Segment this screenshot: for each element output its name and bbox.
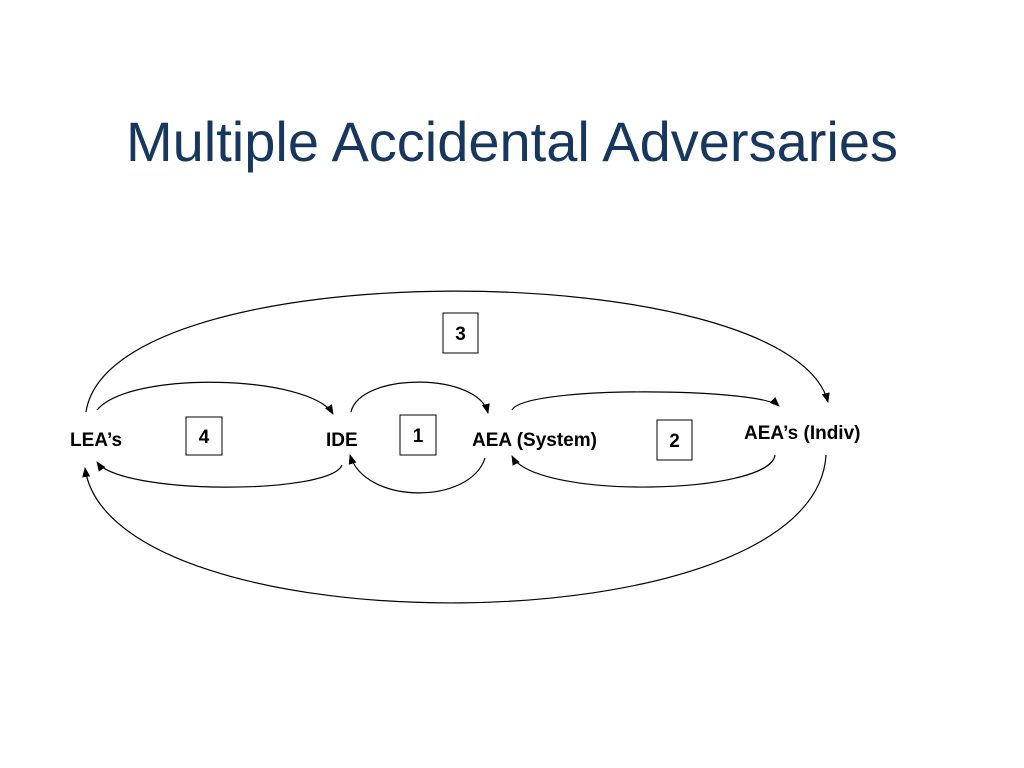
arc-leas-to-ide [96, 381, 334, 415]
arc-leas-to-aea-indiv [85, 290, 830, 413]
slide-title: Multiple Accidental Adversaries [126, 110, 898, 173]
arc-aea-system-to-ide [348, 454, 486, 494]
loop-box-4-label: 4 [199, 427, 210, 448]
arc-aea-indiv-to-aea-system [511, 454, 776, 488]
arc-aea-indiv-to-leas [82, 454, 827, 604]
loop-box-2-label: 2 [669, 431, 680, 452]
loop-box-3: 3 [442, 312, 479, 354]
node-aea-system: AEA (System) [472, 430, 597, 451]
arc-ide-to-aea-system [350, 381, 490, 414]
arc-ide-to-leas [96, 461, 343, 488]
node-leas: LEA’s [70, 430, 122, 451]
loop-box-1: 1 [399, 414, 437, 456]
loop-box-1-label: 1 [413, 426, 424, 447]
arc-aea-system-to-aea-indiv [511, 391, 780, 411]
node-aea-indiv: AEA’s (Indiv) [744, 423, 860, 444]
loop-box-2: 2 [656, 419, 693, 461]
loop-box-3-label: 3 [455, 324, 466, 345]
node-ide: IDE [326, 430, 358, 451]
loop-box-4: 4 [185, 416, 223, 456]
